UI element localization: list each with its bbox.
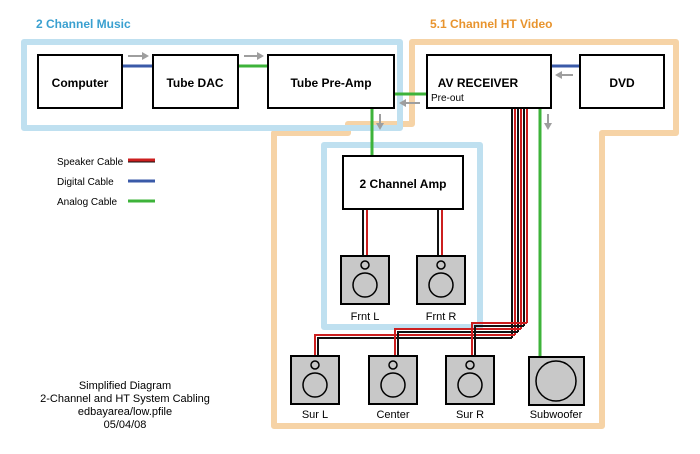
- footer-caption: Simplified Diagram 2-Channel and HT Syst…: [40, 380, 210, 431]
- dvd-box: DVD: [579, 54, 665, 109]
- two-channel-amp-box: 2 Channel Amp: [342, 155, 464, 210]
- speaker-front-left: [340, 255, 390, 305]
- ht-zone-title: 5.1 Channel HT Video: [430, 17, 552, 31]
- front-left-label: Frnt L: [351, 311, 380, 323]
- speaker-center: [368, 355, 418, 405]
- legend-analog-label: Analog Cable: [57, 197, 117, 208]
- footer-line-4: 05/04/08: [104, 419, 147, 431]
- legend-speaker-label: Speaker Cable: [57, 157, 124, 168]
- speaker-cables: [314, 108, 528, 356]
- surround-right-label: Sur R: [456, 409, 484, 421]
- footer-line-3: edbayarea/low.pfile: [78, 406, 172, 418]
- front-right-label: Frnt R: [426, 311, 457, 323]
- legend-digital-label: Digital Cable: [57, 177, 114, 188]
- tube-preamp-label: Tube Pre-Amp: [290, 76, 371, 90]
- surround-left-label: Sur L: [302, 409, 328, 421]
- tube-preamp-box: Tube Pre-Amp: [267, 54, 395, 109]
- speaker-front-right: [416, 255, 466, 305]
- music-zone-title: 2 Channel Music: [36, 17, 131, 31]
- av-receiver-label: AV RECEIVER: [438, 76, 519, 90]
- music-zone-top-outline: [21, 39, 403, 131]
- speaker-surround-right: [445, 355, 495, 405]
- computer-label: Computer: [52, 76, 109, 90]
- center-label: Center: [376, 409, 409, 421]
- speaker-surround-left: [290, 355, 340, 405]
- av-receiver-box: AV RECEIVER Pre-out: [426, 54, 552, 109]
- tube-dac-label: Tube DAC: [166, 76, 223, 90]
- dvd-label: DVD: [609, 76, 635, 90]
- pre-out-label: Pre-out: [431, 93, 464, 104]
- computer-box: Computer: [37, 54, 123, 109]
- flow-arrows: [128, 52, 573, 130]
- ht-zone-outline: [271, 39, 679, 429]
- footer-line-2: 2-Channel and HT System Cabling: [40, 393, 210, 405]
- legend: Speaker Cable Digital Cable Analog Cable: [57, 157, 155, 208]
- footer-line-1: Simplified Diagram: [79, 380, 171, 392]
- two-channel-amp-label: 2 Channel Amp: [360, 177, 447, 191]
- speaker-subwoofer: [528, 356, 585, 406]
- subwoofer-label: Subwoofer: [530, 409, 583, 421]
- tube-dac-box: Tube DAC: [152, 54, 239, 109]
